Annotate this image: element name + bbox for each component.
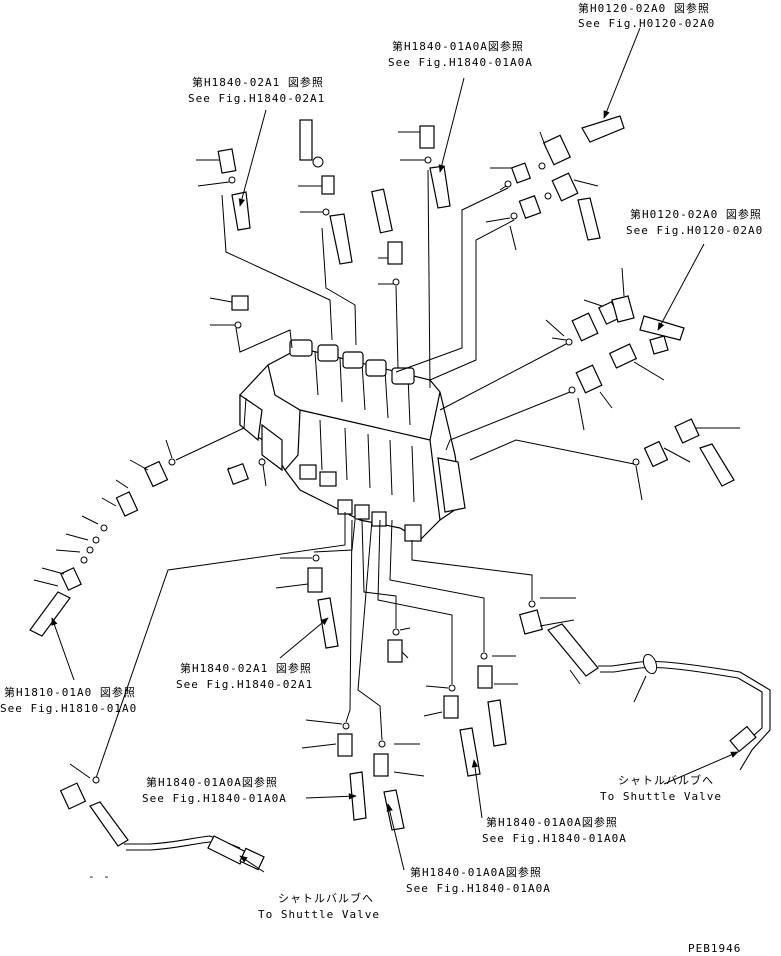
reference-arrows xyxy=(51,27,739,873)
ref-h1840-02a1-top-jp: 第H1840-02A1 図参照 xyxy=(192,76,324,89)
ref-h1840-02a1-mid-en: See Fig.H1840-02A1 xyxy=(176,678,314,691)
shuttle-right-jp: シャトルバルブへ xyxy=(618,774,714,787)
ref-h1840-01a0a-right-jp: 第H1840-01A0A図参照 xyxy=(486,816,618,829)
ref-h1840-01a0a-bottom-en: See Fig.H1840-01A0A xyxy=(406,882,551,895)
left-fitting-group xyxy=(29,397,267,637)
ref-h1840-01a0a-right-en: See Fig.H1840-01A0A xyxy=(482,832,627,845)
ref-h1840-01a0a-left-jp: 第H1840-01A0A図参照 xyxy=(146,776,278,789)
shuttle-bottom-jp: シャトルバルブへ xyxy=(278,892,374,905)
ref-h0120-right-en: See Fig.H0120-02A0 xyxy=(626,224,764,237)
ref-h0120-right-jp: 第H0120-02A0 図参照 xyxy=(630,208,762,221)
ref-h1840-02a1-top-en: See Fig.H1840-02A1 xyxy=(188,92,326,105)
top-right-fitting-group xyxy=(395,115,625,381)
drawing-code: PEB1946 xyxy=(688,942,742,955)
dash-mark: - - xyxy=(88,870,111,883)
ref-h0120-top-en: See Fig.H0120-02A0 xyxy=(578,17,716,30)
shuttle-hose-bottom xyxy=(89,801,265,871)
shuttle-right-en: To Shuttle Valve xyxy=(600,790,722,803)
top-left-fitting-group xyxy=(196,119,403,369)
ref-h1810-jp: 第H1810-01A0 図参照 xyxy=(4,686,136,699)
ref-h1810-en: See Fig.H1810-01A0 xyxy=(0,702,138,715)
control-valve-body xyxy=(239,339,466,542)
shuttle-hose-right xyxy=(598,653,771,771)
ref-h1840-02a1-mid-jp: 第H1840-02A1 図参照 xyxy=(180,662,312,675)
bottom-fitting-group xyxy=(59,512,599,831)
ref-h1840-01a0a-left-en: See Fig.H1840-01A0A xyxy=(142,792,287,805)
ref-h0120-top-jp: 第H0120-02A0 図参照 xyxy=(578,2,710,15)
ref-h1840-01a0a-bottom-jp: 第H1840-01A0A図参照 xyxy=(410,866,542,879)
right-lower-fitting-group xyxy=(469,418,740,501)
top-center-fitting-group xyxy=(398,125,451,389)
right-upper-fitting-group xyxy=(439,267,685,451)
ref-h1840-01a0a-top-jp: 第H1840-01A0A図参照 xyxy=(392,40,524,53)
shuttle-bottom-en: To Shuttle Valve xyxy=(258,908,380,921)
ref-h1840-01a0a-top-en: See Fig.H1840-01A0A xyxy=(388,56,533,69)
